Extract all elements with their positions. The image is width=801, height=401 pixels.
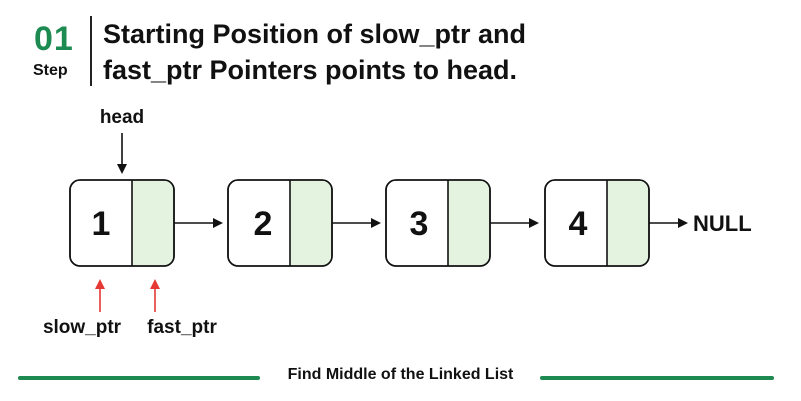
header-divider (90, 16, 92, 86)
step-number: 01 (34, 20, 74, 58)
node-value: 2 (254, 205, 273, 243)
footer-rule-right (540, 376, 774, 380)
node-value: 3 (410, 205, 429, 243)
list-node-1: 1 (69, 179, 175, 267)
step-label: Step (33, 62, 68, 79)
next-pointer-cell (132, 181, 173, 265)
list-node-3: 3 (385, 179, 491, 267)
next-pointer-cell (290, 181, 331, 265)
head-label: head (100, 107, 144, 128)
next-pointer-cell (448, 181, 489, 265)
title-line-2: fast_ptr Pointers points to head. (103, 55, 518, 85)
slide-title: Starting Position of slow_ptr and fast_p… (103, 16, 526, 88)
footer-caption: Find Middle of the Linked List (287, 366, 514, 383)
slow-ptr-label: slow_ptr (43, 317, 122, 338)
node-value: 4 (569, 205, 588, 243)
title-line-1: Starting Position of slow_ptr and (103, 19, 527, 49)
null-label: NULL (693, 211, 752, 236)
node-value: 1 (92, 205, 111, 243)
list-node-4: 4 (544, 179, 650, 267)
footer-rule-left (18, 376, 260, 380)
list-node-2: 2 (227, 179, 333, 267)
next-pointer-cell (607, 181, 648, 265)
fast-ptr-label: fast_ptr (147, 317, 217, 338)
